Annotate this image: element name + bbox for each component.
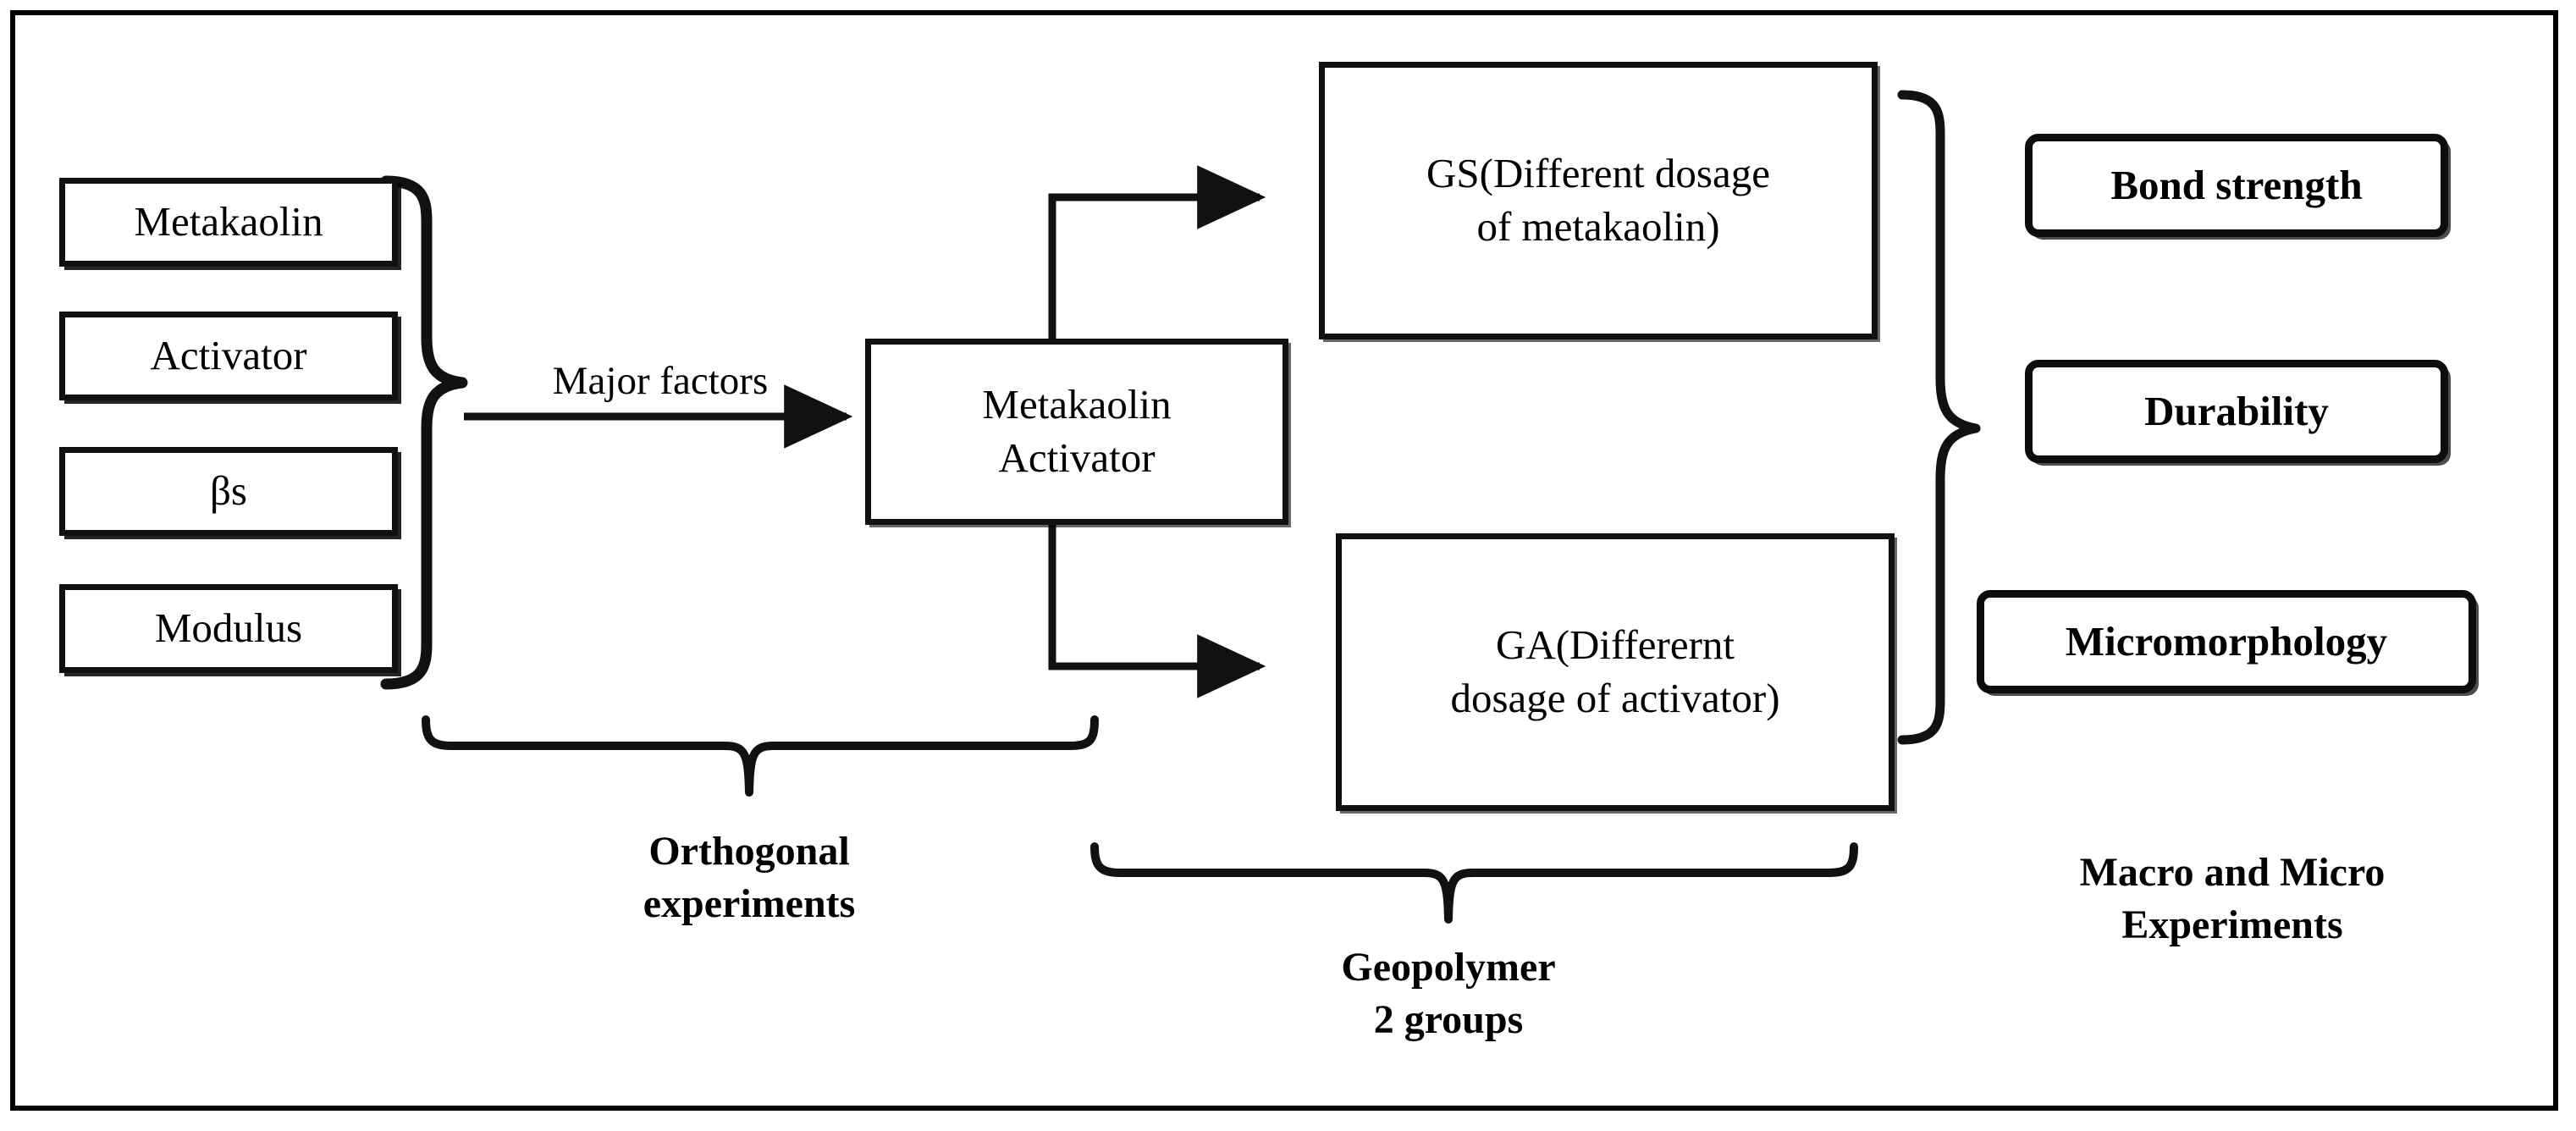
branch-box-gs[interactable]: GS(Different dosage of metakaolin) [1319,62,1878,339]
result-label: Durability [2144,387,2329,434]
caption-line-1: Macro and Micro [2079,850,2386,895]
result-box-bond-strength[interactable]: Bond strength [2025,134,2448,237]
input-label: Modulus [154,604,303,652]
caption-line-1: Geopolymer [1341,945,1556,990]
caption-line-1: Orthogonal [648,829,850,874]
edge-label-major-factors: Major factors [552,359,769,403]
input-box-modulus[interactable]: Modulus [59,584,398,673]
caption-line-2: experiments [643,881,856,927]
result-box-durability[interactable]: Durability [2025,360,2448,463]
input-box-metakaolin[interactable]: Metakaolin [59,178,398,267]
input-label: βs [210,467,247,515]
branch-ga-line-2: dosage of activator) [1450,675,1780,721]
process-line-1: Metakaolin [982,381,1172,428]
caption-line-2: Experiments [2121,902,2343,948]
process-line-2: Activator [998,434,1156,481]
input-label: Activator [150,332,307,379]
result-label: Micromorphology [2065,617,2388,665]
branch-gs-line-2: of metakaolin) [1476,203,1720,250]
result-label: Bond strength [2110,161,2363,208]
branch-box-ga[interactable]: GA(Differernt dosage of activator) [1336,533,1895,811]
input-box-activator[interactable]: Activator [59,312,398,400]
caption-line-2: 2 groups [1373,997,1524,1043]
input-box-beta-s[interactable]: βs [59,447,398,536]
caption-orthogonal-experiments: Orthogonal experiments [538,825,961,931]
process-box-metakaolin-activator[interactable]: Metakaolin Activator [865,339,1288,525]
caption-geopolymer-2-groups: Geopolymer 2 groups [1237,941,1660,1047]
branch-ga-line-1: GA(Differernt [1495,621,1735,669]
result-box-micromorphology[interactable]: Micromorphology [1977,590,2476,693]
branch-gs-line-1: GS(Different dosage [1426,150,1770,197]
input-label: Metakaolin [134,198,323,246]
diagram-outer-frame [10,10,2558,1111]
caption-macro-and-micro-experiments: Macro and Micro Experiments [1995,847,2469,952]
